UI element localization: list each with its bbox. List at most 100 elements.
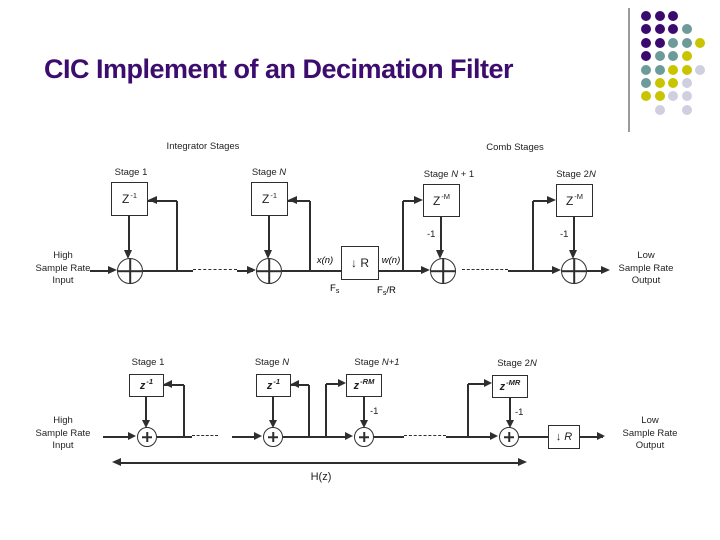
rate-base: F (377, 285, 383, 296)
plus-icon (431, 270, 455, 272)
label-text: Stage (354, 357, 382, 368)
label-text: Stage (251, 167, 280, 178)
top-adder-1 (117, 258, 143, 284)
wire (128, 216, 130, 252)
bottom-stageN-label: Stage N (255, 357, 289, 368)
wire (237, 270, 253, 272)
top-stage2N-gain-label: -1 (560, 229, 569, 240)
z-base: z (353, 379, 360, 392)
rate-subscript: s (335, 288, 340, 295)
plus-icon (142, 436, 152, 438)
bottom-stageN-delay-box: z-1 (256, 374, 291, 397)
z-base: Z (121, 192, 130, 206)
bottom-stage2N-gain-label: -1 (515, 407, 524, 418)
bottom-stageN1-label: Stage N+1 (354, 357, 399, 368)
continuation-dashes (192, 435, 218, 436)
label-text: Stage (423, 169, 452, 180)
z-exponent: -1 (270, 190, 277, 200)
top-adder-2N (561, 258, 587, 284)
bottom-input-line2: Sample Rate (35, 427, 91, 439)
z-exponent: -MR (506, 378, 521, 387)
arrowhead (484, 379, 492, 387)
signal-wn-label: w(n) (381, 255, 401, 266)
arrowhead (291, 380, 299, 388)
bottom-adder-1 (137, 427, 157, 447)
wire (363, 397, 365, 421)
arrowhead (269, 420, 277, 428)
arrowhead (247, 266, 256, 274)
z-base: Z (432, 193, 441, 208)
wire (379, 270, 421, 272)
arrowhead (288, 196, 297, 204)
continuation-dashes (193, 269, 237, 270)
continuation-dashes (404, 435, 446, 436)
title-divider-line (628, 8, 630, 132)
arrowhead (547, 196, 556, 204)
arrowhead (421, 266, 430, 274)
top-adder-N1 (430, 258, 456, 284)
top-stage1-delay-box: Z-1 (111, 182, 148, 216)
top-input-line2: Sample Rate (35, 262, 91, 274)
down-arrow-icon: ↓ (350, 256, 357, 270)
dot (668, 51, 678, 62)
bottom-input-label: High Sample Rate Input (13, 415, 113, 453)
tap-wire (402, 201, 404, 271)
wire (519, 436, 548, 438)
arrowhead (112, 458, 121, 466)
bottom-output-line1: Low (641, 415, 659, 426)
wire (440, 217, 442, 252)
plus-icon (257, 270, 281, 272)
wire (143, 270, 193, 272)
dot (681, 37, 692, 48)
arrowhead (436, 250, 444, 259)
dot (654, 64, 665, 75)
page-title: CIC Implement of an Decimation Filter (44, 54, 514, 84)
bottom-input-line1: High (53, 415, 73, 426)
top-stageN-delay-box: Z-1 (251, 182, 288, 216)
dot (695, 64, 705, 75)
tap-wire (467, 384, 469, 437)
arrowhead (264, 250, 272, 259)
top-stageN1-label: Stage N + 1 (424, 169, 474, 180)
top-stageN1-gain-label: -1 (427, 229, 436, 240)
top-output-line3: Output (631, 275, 661, 286)
bottom-stage2N-delay-box: z-MR (492, 375, 528, 398)
wire (282, 270, 341, 272)
arrowhead (490, 432, 498, 440)
label-italic: N (451, 169, 459, 180)
dot (668, 91, 678, 102)
wire (509, 398, 511, 421)
top-output-label: Low Sample Rate Output (596, 250, 696, 288)
dot (668, 64, 678, 75)
signal-xn-label: x(n) (316, 255, 334, 266)
bottom-output-line3: Output (635, 440, 665, 451)
input-rate-label: Fs (330, 283, 340, 295)
hz-label: H(z) (310, 471, 332, 483)
plus-icon (359, 436, 369, 438)
wire (145, 397, 147, 421)
feedback-wire (176, 201, 178, 271)
dot (641, 11, 651, 21)
label-text: Stage 1 (131, 357, 165, 368)
wire (580, 436, 603, 438)
arrowhead (254, 432, 262, 440)
arrowhead (142, 420, 150, 428)
tap-wire (468, 383, 484, 385)
top-input-label: High Sample Rate Input (13, 250, 113, 288)
bottom-stage1-label: Stage 1 (132, 357, 165, 368)
bottom-stageN1-delay-box: z-RM (346, 374, 382, 397)
dot (654, 11, 665, 21)
arrowhead (506, 420, 514, 428)
bottom-input-line3: Input (52, 440, 74, 451)
z-base: z (266, 379, 273, 392)
bottom-stage2N-label: Stage 2N (497, 358, 537, 369)
top-stageN-label: Stage N (252, 167, 286, 178)
arrowhead (601, 266, 610, 274)
wire (232, 436, 254, 438)
wire (272, 397, 274, 421)
rate-base: F (330, 283, 336, 294)
arrowhead (164, 380, 172, 388)
top-adder-N (256, 258, 282, 284)
bottom-output-label: Low Sample Rate Output (600, 415, 700, 453)
